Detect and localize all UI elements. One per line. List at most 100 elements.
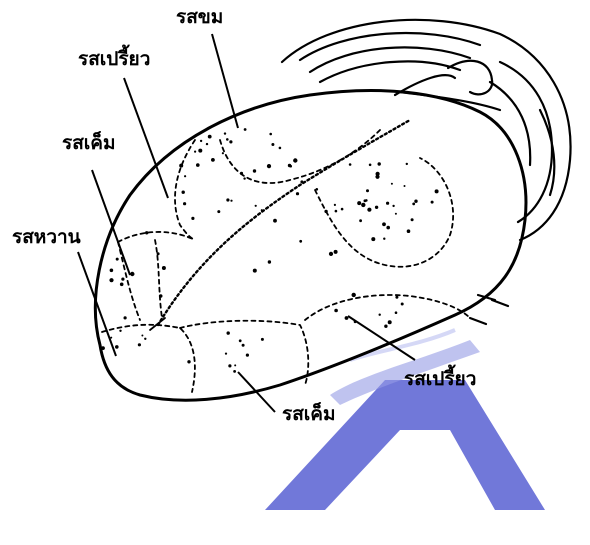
taste-bud-dot — [115, 345, 119, 349]
taste-bud-dot — [279, 147, 282, 150]
taste-bud-dot — [412, 203, 415, 206]
taste-bud-dot — [138, 343, 141, 346]
taste-bud-dot — [242, 344, 245, 347]
taste-bud-dot — [243, 177, 245, 179]
taste-bud-dot — [196, 163, 200, 167]
taste-bud-dot — [296, 192, 299, 195]
label-salty-bottom: รสเค็ม — [282, 405, 336, 424]
label-salty-left: รสเค็ม — [62, 134, 116, 153]
taste-bud-dot — [253, 169, 256, 172]
taste-bud-dot — [261, 209, 263, 211]
taste-bud-dot — [198, 149, 202, 153]
taste-bud-dot — [388, 320, 392, 324]
taste-bud-dot — [366, 189, 369, 192]
taste-bud-dot — [217, 210, 220, 213]
taste-bud-dot — [234, 364, 236, 366]
taste-bud-dot — [352, 293, 356, 297]
taste-bud-dot — [255, 205, 257, 207]
throat-outline — [282, 20, 571, 324]
taste-bud-dot — [225, 353, 227, 355]
median-groove — [158, 120, 410, 325]
taste-bud-dot — [246, 354, 249, 357]
taste-bud-dot — [289, 165, 292, 168]
taste-bud-dot — [395, 213, 397, 215]
label-bitter: รสขม — [176, 8, 223, 27]
taste-bud-dot — [130, 272, 134, 276]
taste-bud-dot — [392, 205, 394, 207]
taste-bud-dot — [121, 278, 124, 281]
taste-bud-dot — [334, 309, 338, 313]
taste-bud-dot — [208, 135, 212, 139]
taste-bud-dot — [157, 252, 160, 255]
taste-bud-dot — [431, 201, 434, 204]
taste-bud-dot — [404, 185, 406, 187]
taste-bud-dot — [110, 269, 114, 273]
taste-bud-dot — [253, 269, 257, 273]
taste-bud-dot — [179, 164, 183, 168]
taste-bud-dot — [384, 325, 387, 328]
taste-bud-dot — [329, 252, 333, 256]
taste-bud-dot — [244, 128, 247, 131]
taste-bud-dot — [119, 330, 121, 332]
taste-bud-dot — [124, 316, 127, 319]
taste-bud-dot — [407, 229, 411, 233]
taste-bud-dot — [222, 152, 224, 154]
taste-bud-dot — [273, 219, 277, 223]
taste-bud-dot — [386, 226, 390, 230]
taste-bud-dot — [229, 140, 232, 143]
taste-bud-dot — [233, 370, 236, 373]
taste-bud-dot — [183, 202, 186, 205]
taste-bud-dot — [227, 331, 230, 334]
taste-bud-dot — [194, 151, 196, 153]
leader-line-sour-top — [124, 78, 168, 198]
taste-bud-dot — [191, 217, 194, 220]
taste-bud-dot — [406, 163, 408, 165]
taste-bud-dot — [341, 208, 344, 211]
taste-bud-dot — [269, 133, 272, 136]
taste-bud-dot — [391, 183, 393, 185]
taste-bud-dot — [187, 360, 190, 363]
taste-bud-dot — [335, 210, 338, 213]
taste-bud-dot — [226, 198, 229, 201]
taste-bud-dot — [159, 294, 163, 298]
taste-bud-dot — [293, 158, 297, 162]
taste-bud-dot — [224, 132, 226, 134]
taste-bud-dot — [239, 339, 242, 342]
taste-bud-dot — [267, 164, 271, 168]
taste-bud-dot — [361, 203, 365, 207]
taste-bud-dot — [414, 200, 417, 203]
taste-bud-dot — [226, 138, 229, 141]
taste-bud-dot — [349, 163, 352, 166]
label-sour-bottom: รสเปรี้ยว — [404, 370, 476, 389]
taste-bud-dot — [379, 314, 381, 316]
taste-bud-dot — [357, 201, 361, 205]
taste-bud-dot — [145, 231, 148, 234]
taste-bud-dot — [411, 218, 414, 221]
taste-bud-dot — [359, 219, 362, 222]
taste-bud-dot — [116, 258, 119, 261]
taste-bud-dot — [386, 202, 389, 205]
taste-bud-dot — [435, 189, 439, 193]
leader-line-bitter — [212, 34, 238, 128]
taste-bud-dot — [120, 283, 124, 287]
taste-bud-dot — [299, 240, 302, 243]
taste-bud-dot — [206, 143, 208, 145]
leader-line-salty-left — [92, 170, 130, 275]
taste-bud-dot — [109, 278, 113, 282]
taste-bud-dot — [334, 204, 336, 206]
taste-bud-dot — [211, 158, 215, 162]
taste-bud-dot — [371, 237, 375, 241]
taste-bud-dot — [144, 338, 146, 340]
taste-bud-dot — [300, 180, 303, 183]
taste-bud-dot — [383, 238, 385, 240]
taste-bud-dot — [200, 140, 202, 142]
label-sweet: รสหวาน — [12, 228, 81, 247]
taste-bud-dot — [240, 172, 243, 175]
taste-bud-dot — [162, 266, 166, 270]
taste-bud-dot — [316, 188, 319, 191]
taste-bud-dot — [228, 364, 231, 367]
leader-line-salty-bottom — [238, 372, 275, 412]
taste-bud-dot — [184, 175, 186, 177]
